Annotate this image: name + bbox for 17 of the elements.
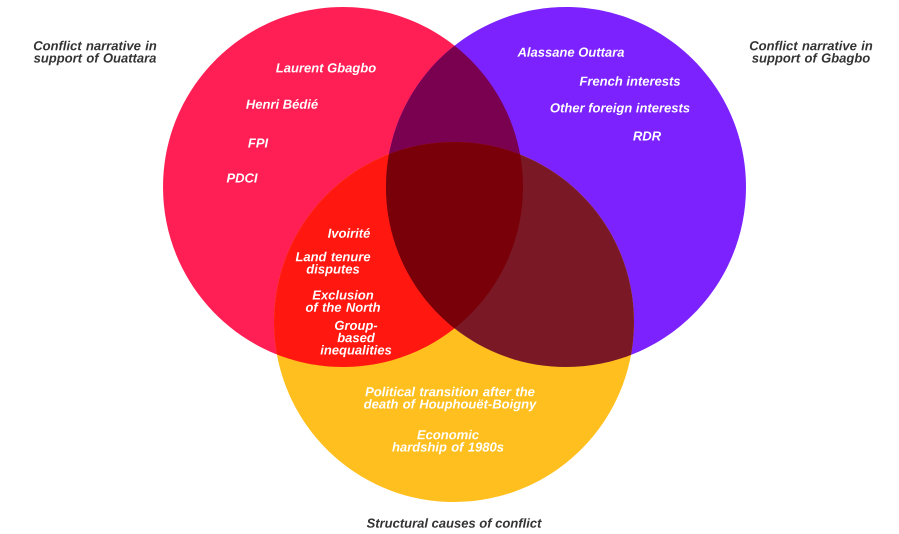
overlap-label: Ivoirité bbox=[328, 228, 370, 238]
overlap-label: Land tenure disputes bbox=[296, 252, 370, 276]
item-label: Economic hardship of 1980s bbox=[392, 430, 504, 454]
overlap-label: Exclusion of the North bbox=[306, 290, 380, 312]
item-label: Alassane Outtara bbox=[517, 47, 624, 57]
item-label: Henri Bédié bbox=[246, 99, 318, 109]
item-label: Political transition after the death of Houphouët-Boigny bbox=[364, 386, 537, 412]
item-label: Other foreign interests bbox=[550, 102, 690, 116]
item-label: PDCI bbox=[226, 173, 258, 183]
item-label: French interests bbox=[580, 76, 680, 86]
circle-heading: Conflict narrative in support of Gbagbo bbox=[750, 40, 872, 66]
item-label: FPI bbox=[248, 138, 268, 148]
circle-heading: Structural causes of conflict bbox=[366, 518, 542, 528]
overlap-label: Group-based inequalities bbox=[320, 320, 392, 358]
circle-heading: Conflict narrative in support of Ouattara bbox=[34, 40, 156, 66]
item-label: Laurent Gbagbo bbox=[276, 62, 376, 76]
item-label: RDR bbox=[633, 132, 661, 140]
